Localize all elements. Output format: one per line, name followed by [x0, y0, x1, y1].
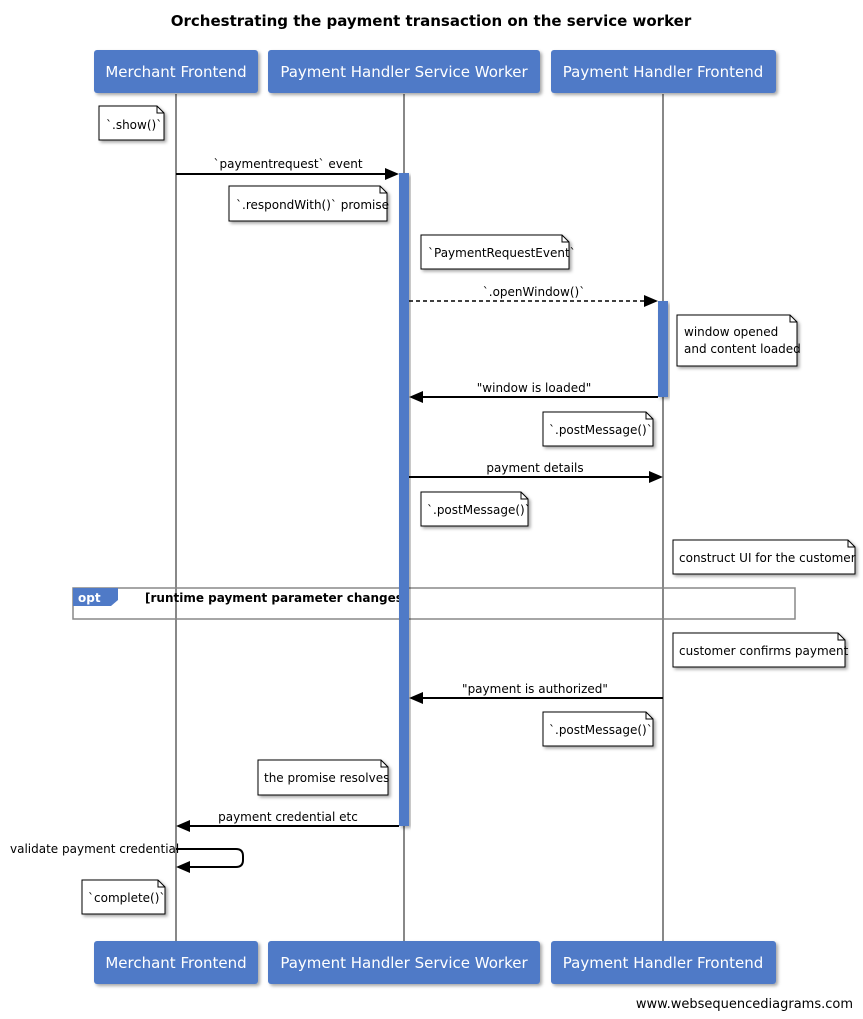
- participant-label: Payment Handler Service Worker: [280, 63, 528, 81]
- message-label: validate payment credential: [10, 842, 179, 856]
- footer-link[interactable]: www.websequencediagrams.com: [636, 997, 853, 1012]
- note-post-message-2: [420, 491, 529, 527]
- participant-service-worker-top: Payment Handler Service Worker: [268, 50, 540, 93]
- fragment-condition: [runtime payment parameter changes]: [145, 591, 408, 605]
- note-text: construct UI for the customer: [679, 551, 856, 565]
- note-text: window opened: [684, 325, 778, 339]
- diagram-title: Orchestrating the payment transaction on…: [171, 12, 692, 30]
- note-text: and content loaded: [684, 342, 801, 356]
- note-post-message-1: [542, 411, 654, 447]
- activation-handler-frontend: [658, 301, 668, 397]
- note-window-opened: [676, 314, 798, 367]
- message-payment-is-authorized: "payment is authorized": [409, 682, 663, 704]
- message-open-window: `.openWindow()`: [409, 285, 658, 307]
- message-label: "payment is authorized": [462, 682, 608, 696]
- participant-label: Payment Handler Frontend: [563, 954, 763, 972]
- message-label: payment details: [486, 461, 583, 475]
- note-complete: [81, 879, 166, 915]
- participant-label: Payment Handler Frontend: [563, 63, 763, 81]
- note-respond-with: [228, 185, 388, 222]
- note-text: `.respondWith()` promise: [236, 198, 389, 212]
- note-text: `complete()`: [88, 891, 165, 905]
- note-promise-resolves: [257, 759, 389, 796]
- note-payment-request-event: [420, 234, 570, 270]
- note-show: [98, 105, 165, 141]
- note-text: customer confirms payment: [679, 644, 849, 658]
- note-text: `.postMessage()`: [549, 423, 653, 437]
- note-text: `.show()`: [106, 118, 162, 132]
- message-label: "window is loaded": [477, 381, 591, 395]
- message-payment-credential: payment credential etc: [176, 810, 399, 832]
- note-text: `.postMessage()`: [549, 723, 653, 737]
- fragment-label: opt: [78, 591, 101, 605]
- participant-service-worker-bottom: Payment Handler Service Worker: [268, 941, 540, 984]
- note-construct-ui: [672, 539, 856, 575]
- opt-fragment: opt [runtime payment parameter changes]: [72, 587, 796, 620]
- note-customer-confirms: [672, 632, 846, 668]
- participant-label: Merchant Frontend: [105, 954, 246, 972]
- participant-handler-frontend-bottom: Payment Handler Frontend: [551, 941, 776, 984]
- message-label: payment credential etc: [218, 810, 358, 824]
- participant-merchant-frontend-bottom: Merchant Frontend: [94, 941, 258, 984]
- note-text: `PaymentRequestEvent`: [428, 246, 576, 260]
- activation-service-worker: [399, 173, 409, 826]
- participant-label: Payment Handler Service Worker: [280, 954, 528, 972]
- message-paymentrequest-event: `paymentrequest` event: [176, 157, 399, 180]
- message-label: `paymentrequest` event: [213, 157, 362, 171]
- note-text: `.postMessage()`: [427, 503, 531, 517]
- note-post-message-3: [542, 711, 654, 747]
- note-text: the promise resolves: [264, 771, 389, 785]
- fragment-label-box: [73, 588, 118, 606]
- message-payment-details: payment details: [409, 461, 663, 483]
- message-validate-credential: validate payment credential: [10, 842, 244, 873]
- message-label: `.openWindow()`: [483, 285, 585, 299]
- message-window-is-loaded: "window is loaded": [409, 381, 658, 403]
- participant-merchant-frontend-top: Merchant Frontend: [94, 50, 258, 93]
- participant-label: Merchant Frontend: [105, 63, 246, 81]
- participant-handler-frontend-top: Payment Handler Frontend: [551, 50, 776, 93]
